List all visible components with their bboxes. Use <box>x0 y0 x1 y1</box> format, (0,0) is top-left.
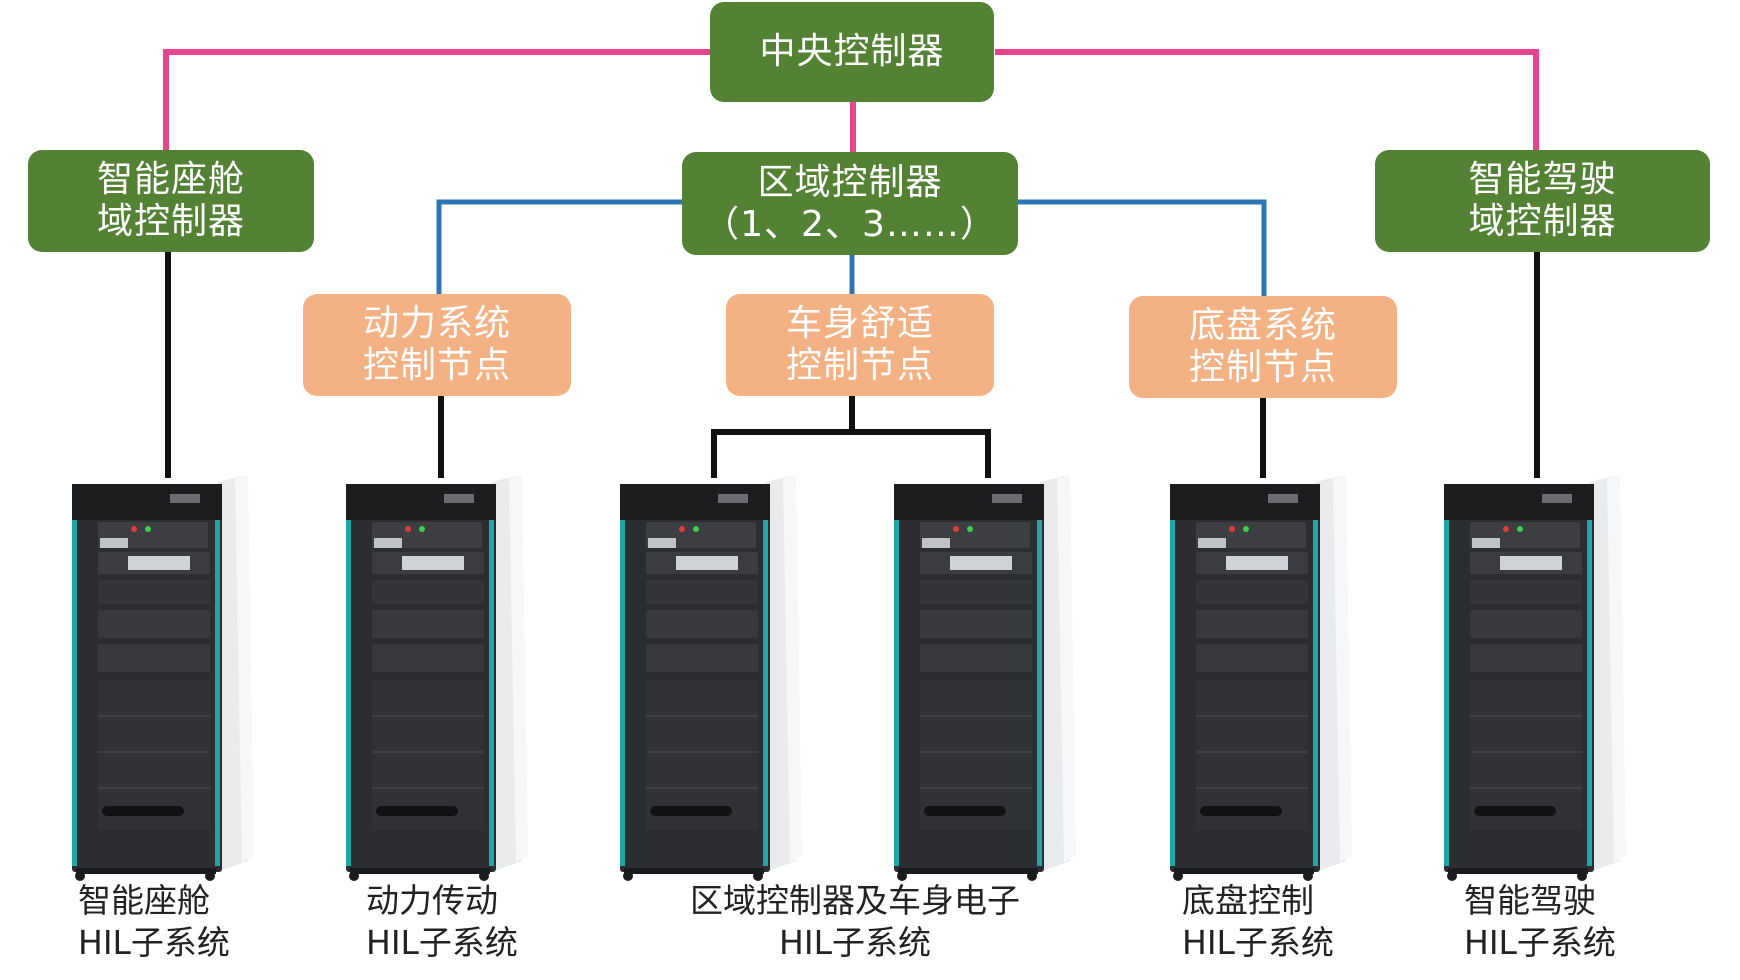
cockpit-domain-controller-line2: 域控制器 <box>96 201 245 242</box>
body-comfort-control-node: 车身舒适 控制节点 <box>726 294 994 396</box>
cockpit-hil-label: 智能座舱 HIL子系统 <box>78 880 230 964</box>
powertrain-control-node: 动力系统 控制节点 <box>303 294 571 396</box>
zone-controller-line2: （1、2、3……） <box>703 203 997 245</box>
chassis-hil-label: 底盘控制 HIL子系统 <box>1182 880 1334 964</box>
chassis-hil-line1: 底盘控制 <box>1182 881 1314 920</box>
hil-rack-zone <box>618 476 808 881</box>
adas-hil-label: 智能驾驶 HIL子系统 <box>1464 880 1616 964</box>
zone-body-hil-line1: 区域控制器及车身电子 <box>690 881 1020 920</box>
zone-controller: 区域控制器 （1、2、3……） <box>682 152 1018 255</box>
zone-body-hil-line2: HIL子系统 <box>779 923 931 962</box>
adas-domain-controller-line1: 智能驾驶 <box>1468 159 1617 200</box>
link-zone-chassis <box>1018 199 1267 296</box>
central-controller-label: 中央控制器 <box>759 31 945 72</box>
link-central-adas <box>995 49 1539 150</box>
cockpit-hil-line2: HIL子系统 <box>78 923 230 962</box>
body-node-line2: 控制节点 <box>785 345 934 386</box>
powertrain-hil-label: 动力传动 HIL子系统 <box>366 880 518 964</box>
adas-hil-line2: HIL子系统 <box>1464 923 1616 962</box>
hil-rack-powertrain <box>344 476 534 881</box>
hil-rack-cockpit <box>70 476 260 881</box>
chassis-hil-line2: HIL子系统 <box>1182 923 1334 962</box>
link-zone-powertrain <box>436 199 682 294</box>
body-node-line1: 车身舒适 <box>785 303 934 344</box>
powertrain-hil-line2: HIL子系统 <box>366 923 518 962</box>
chassis-node-line2: 控制节点 <box>1188 347 1337 388</box>
link-body-split <box>711 396 855 478</box>
powertrain-node-line2: 控制节点 <box>362 345 511 386</box>
hil-rack-body <box>892 476 1082 881</box>
zone-controller-line1: 区域控制器 <box>757 161 943 203</box>
central-controller: 中央控制器 <box>710 2 994 102</box>
cockpit-hil-line1: 智能座舱 <box>78 881 210 920</box>
cockpit-domain-controller-line1: 智能座舱 <box>96 159 245 200</box>
powertrain-node-line1: 动力系统 <box>362 303 511 344</box>
adas-hil-line1: 智能驾驶 <box>1464 881 1596 920</box>
hil-rack-chassis <box>1168 476 1358 881</box>
hil-rack-adas <box>1442 476 1632 881</box>
chassis-control-node: 底盘系统 控制节点 <box>1129 296 1397 398</box>
link-central-cockpit <box>163 49 710 150</box>
cockpit-domain-controller: 智能座舱 域控制器 <box>28 150 314 252</box>
zone-body-hil-label: 区域控制器及车身电子 HIL子系统 <box>690 880 1020 964</box>
link-body-split-right <box>852 429 991 478</box>
adas-domain-controller: 智能驾驶 域控制器 <box>1375 150 1710 252</box>
powertrain-hil-line1: 动力传动 <box>366 881 498 920</box>
chassis-node-line1: 底盘系统 <box>1188 305 1337 346</box>
adas-domain-controller-line2: 域控制器 <box>1468 201 1617 242</box>
